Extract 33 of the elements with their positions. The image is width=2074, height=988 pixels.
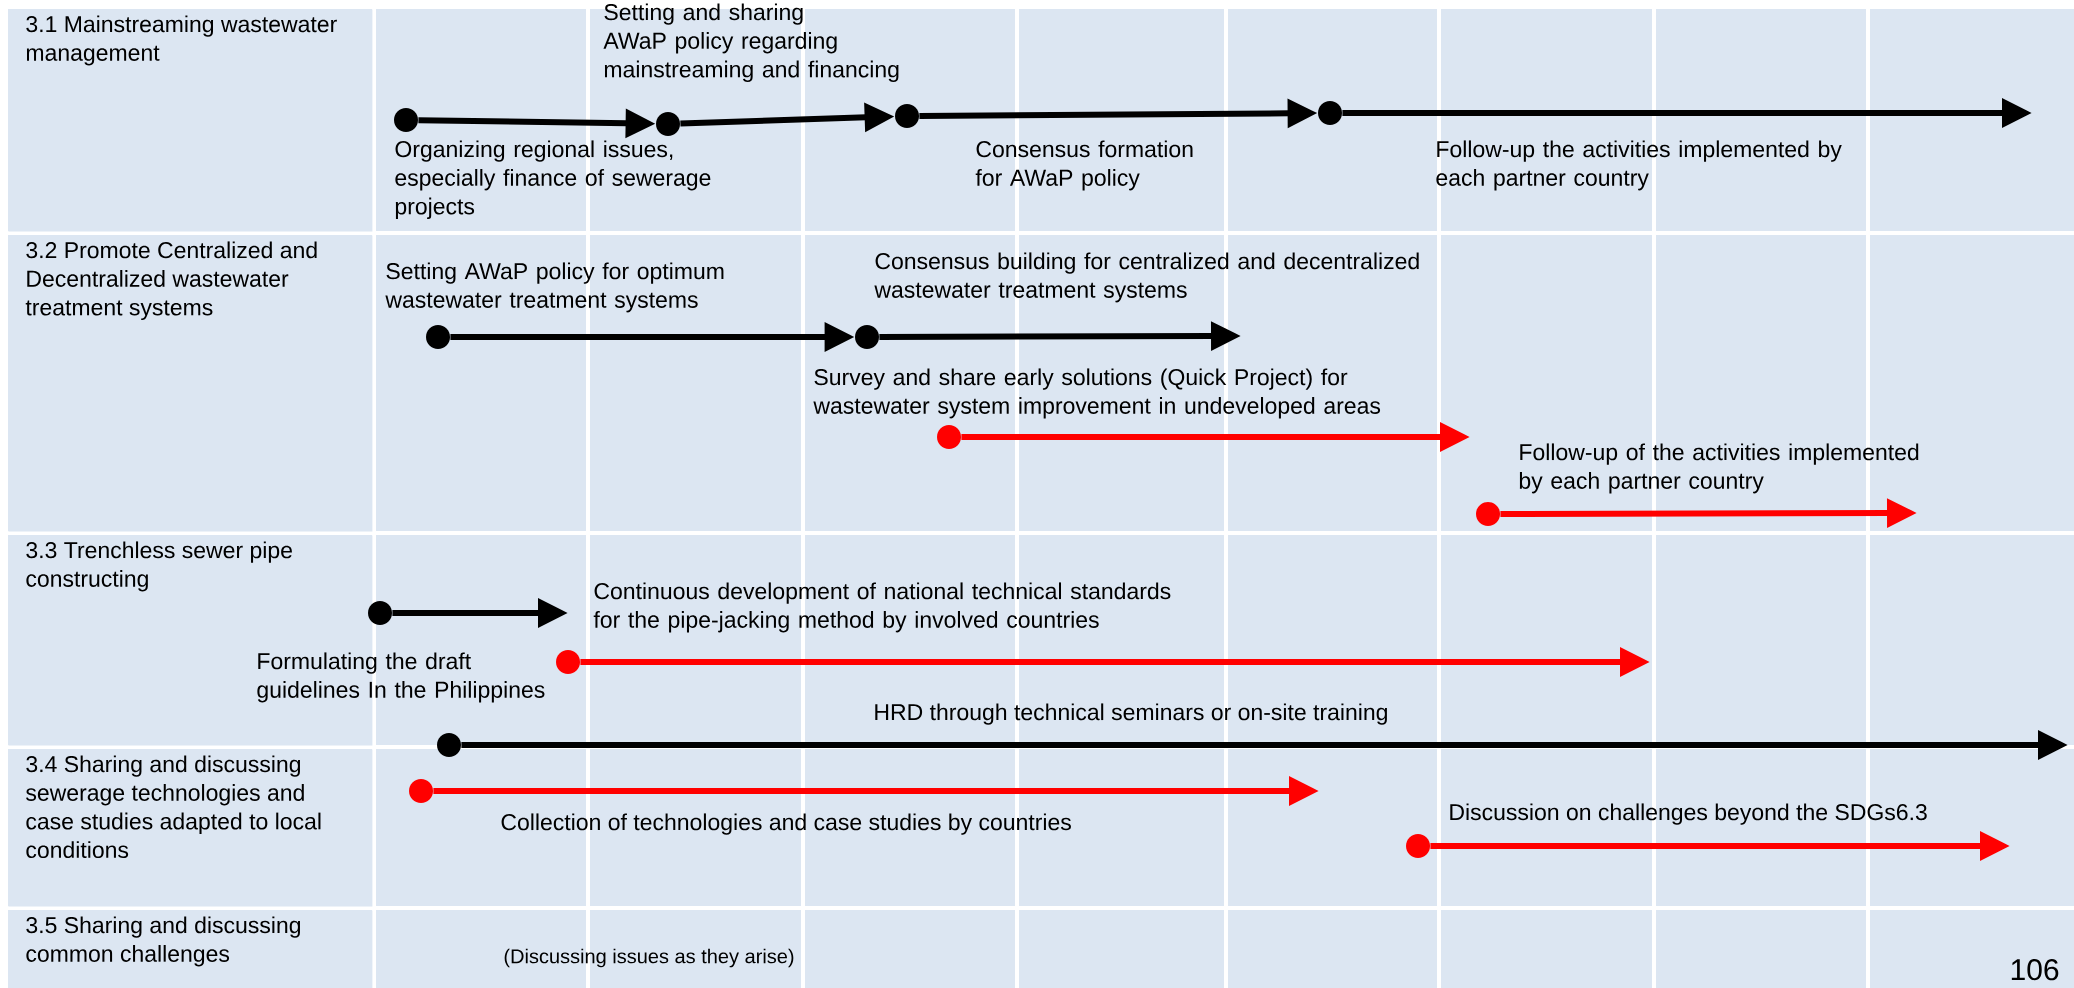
start-dot (855, 325, 879, 349)
activity-label: Setting and sharing AWaP policy regarding mainstreaming and financing (603, 3, 899, 83)
node-label: 3.5 Sharing and discussing common challenges (26, 916, 301, 967)
start-dot (1476, 502, 1500, 526)
note-text: (Discussing issues as they arise) (504, 948, 794, 968)
activity-label: Consensus formation for AWaP policy (975, 140, 1193, 191)
row-header-cell: 3.5 Sharing and discussing common challenges (8, 910, 373, 988)
activity-label: Consensus building for centralized and decentralized wastewater treatment systems (874, 252, 1419, 303)
start-dot (1318, 101, 1342, 125)
start-dot (368, 601, 392, 625)
start-dot (426, 325, 450, 349)
page-number: 106 (2011, 959, 2059, 981)
activity-label: Collection of technologies and case studies by countries (501, 813, 1071, 835)
start-dot (394, 108, 418, 132)
activity-label: Formulating the draft guidelines In the Philippines (257, 652, 545, 703)
start-dot (656, 112, 680, 136)
activity-label: Follow-up of the activities implemented by each partner country (1519, 443, 1919, 494)
start-dot (556, 650, 580, 674)
start-dot (937, 425, 961, 449)
activity-label: Follow-up the activities implemented by each partner country (1436, 140, 1842, 191)
start-dot (437, 733, 461, 757)
row-header-cell: 3.1 Mainstreaming wastewater management (8, 9, 373, 232)
activity-label: Setting AWaP policy for optimum wastewater treatment systems (385, 262, 724, 313)
activity-label: Organizing regional issues, especially finance of sewerage projects (395, 140, 711, 220)
start-dot (409, 779, 433, 803)
activity-label: Continuous development of national technical standards for the pipe-jacking method by involved countries (593, 582, 1171, 633)
row-header-cell: 3.4 Sharing and discussing sewerage technologies and case studies adapted to local conditions (8, 749, 373, 907)
start-dot (895, 104, 919, 128)
activity-label: HRD through technical seminars or on-site training (875, 703, 1387, 725)
activity-label: Discussion on challenges beyond the SDGs6.3 (1450, 803, 1927, 825)
start-dot (1406, 834, 1430, 858)
row-header-cell: 3.2 Promote Centralized and Decentralized wastewater treatment systems (8, 235, 373, 532)
activity-label: Survey and share early solutions (Quick Project) for wastewater system improvement in undeveloped areas (813, 368, 1381, 419)
